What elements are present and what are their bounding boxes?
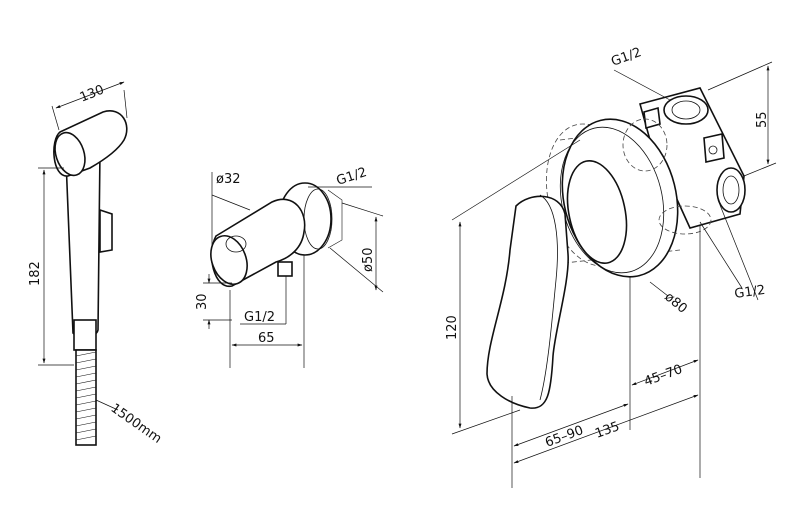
dim-130-label: 130 xyxy=(78,82,107,105)
hand-shower-handle xyxy=(65,148,101,339)
dim-outlet-thread-bottom-label: G1/2 xyxy=(244,310,275,325)
dim-hose-length: 1500mm xyxy=(95,399,164,447)
dim-d80-label: ø80 xyxy=(661,290,689,317)
hand-shower-drawing: 130 182 1500mm xyxy=(28,81,164,447)
dim-182-label: 182 xyxy=(28,261,43,286)
dim-mixer-thread-top: G1/2 xyxy=(609,45,671,101)
dim-30-label: 30 xyxy=(195,293,210,310)
dim-182: 182 xyxy=(28,167,74,366)
dim-120-label: 120 xyxy=(445,315,460,340)
wall-outlet-front xyxy=(210,234,248,286)
dim-d80: ø80 xyxy=(649,281,690,317)
dim-d32: ø32 xyxy=(211,172,251,245)
dim-mixer-thread-top-label: G1/2 xyxy=(609,45,643,70)
dim-mixer-thread-right: G1/2 xyxy=(699,199,766,302)
dim-mixer-thread-right-label: G1/2 xyxy=(733,283,766,302)
dim-65: 65 xyxy=(229,255,305,368)
dim-d50-label: ø50 xyxy=(361,248,376,273)
dim-45-70: 45–70 xyxy=(631,359,699,390)
dim-55: 55 xyxy=(707,61,777,177)
hand-shower-bracket xyxy=(99,208,113,253)
dim-outlet-thread-top: G1/2 xyxy=(308,165,372,189)
dim-135-label: 135 xyxy=(593,419,621,442)
dim-55-label: 55 xyxy=(755,111,770,128)
dim-outlet-thread-bottom: G1/2 xyxy=(240,276,287,325)
dim-65-label: 65 xyxy=(258,331,275,346)
wall-outlet-connector xyxy=(277,261,293,277)
dim-d32-label: ø32 xyxy=(216,172,241,187)
mixer-valve-body xyxy=(639,87,746,229)
hose xyxy=(75,349,97,446)
hand-shower-nozzle xyxy=(54,131,86,177)
dim-45-70-label: 45–70 xyxy=(642,362,684,390)
hose-connector xyxy=(73,319,97,351)
dim-120: 120 xyxy=(445,139,581,435)
mixer-cartridge xyxy=(566,160,628,264)
dim-outlet-thread-top-label: G1/2 xyxy=(335,165,369,189)
dim-30: 30 xyxy=(195,274,232,329)
dim-hose-label: 1500mm xyxy=(108,401,164,447)
mixer-drawing: G1/2 55 G1/2 ø80 120 xyxy=(445,45,777,488)
dim-d50: ø50 xyxy=(329,202,384,293)
wall-outlet-drawing: ø32 G1/2 ø50 30 G1/2 xyxy=(195,165,384,368)
